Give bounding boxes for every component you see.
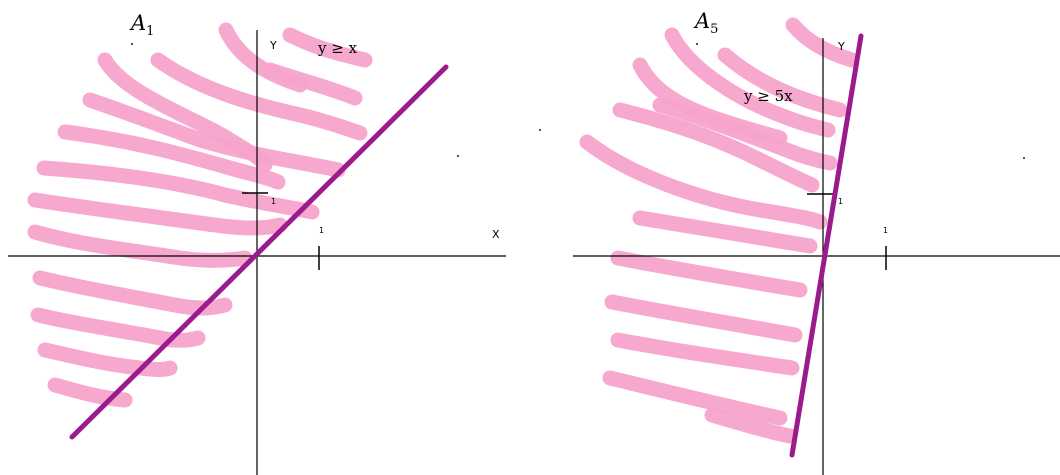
y-axis-label-a1: Y <box>269 39 277 52</box>
hatch-stroke <box>47 377 133 408</box>
title-letter-a5: A <box>693 9 710 33</box>
title-subscript-a5: 5 <box>710 22 718 37</box>
stray-dot <box>539 129 541 131</box>
boundary-line-a5 <box>789 33 864 458</box>
hatch-stroke <box>602 370 788 426</box>
hatch-stroke <box>30 307 206 348</box>
hatch-stroke <box>57 124 286 190</box>
hatch-stroke <box>704 407 798 444</box>
stray-dot <box>131 43 133 45</box>
hatch-stroke <box>612 102 820 193</box>
title-subscript-a1: 1 <box>146 24 154 39</box>
panel-a5: Y 1 1 y ≥ 5x A5 <box>573 9 1060 475</box>
hatch-stroke <box>262 62 363 106</box>
hatch-stroke <box>610 250 808 298</box>
hatch-stroke <box>150 52 368 141</box>
title-letter-a1: A <box>129 11 146 35</box>
hatch-stroke <box>27 192 288 236</box>
panel-a1: Y X 1 1 y ≥ x A1 <box>8 11 506 475</box>
hatch-stroke <box>717 47 848 118</box>
hatch-stroke <box>610 332 800 376</box>
panel-title-a1: A1 <box>129 11 154 39</box>
x-tick-label-a5: 1 <box>883 226 888 235</box>
stray-dot <box>1023 157 1025 159</box>
y-axis-label-a5: Y <box>837 40 845 53</box>
x-tick-label-a1: 1 <box>319 226 324 235</box>
hatch-stroke <box>32 270 233 316</box>
panel-title-a5: A5 <box>693 9 718 37</box>
hatch-stroke <box>82 92 346 178</box>
hatch-stroke <box>652 97 838 171</box>
boundary-line-a1 <box>69 64 449 440</box>
y-tick-label-a5: 1 <box>838 197 843 206</box>
y-tick-label-a1: 1 <box>271 197 276 206</box>
hatch-stroke <box>632 210 818 254</box>
hatch-stroke <box>604 294 803 343</box>
stray-dot <box>457 155 459 157</box>
stray-dot <box>696 43 698 45</box>
shaded-region-a1 <box>27 22 373 408</box>
hatch-stroke <box>579 134 828 230</box>
inequality-a1: y ≥ x <box>317 39 358 57</box>
hatch-stroke <box>664 27 836 138</box>
hatch-stroke <box>282 27 373 68</box>
hatch-stroke <box>36 160 320 220</box>
shaded-region-a5 <box>579 17 860 444</box>
inequality-a5: y ≥ 5x <box>743 87 793 105</box>
x-axis-label-a1: X <box>492 228 500 241</box>
